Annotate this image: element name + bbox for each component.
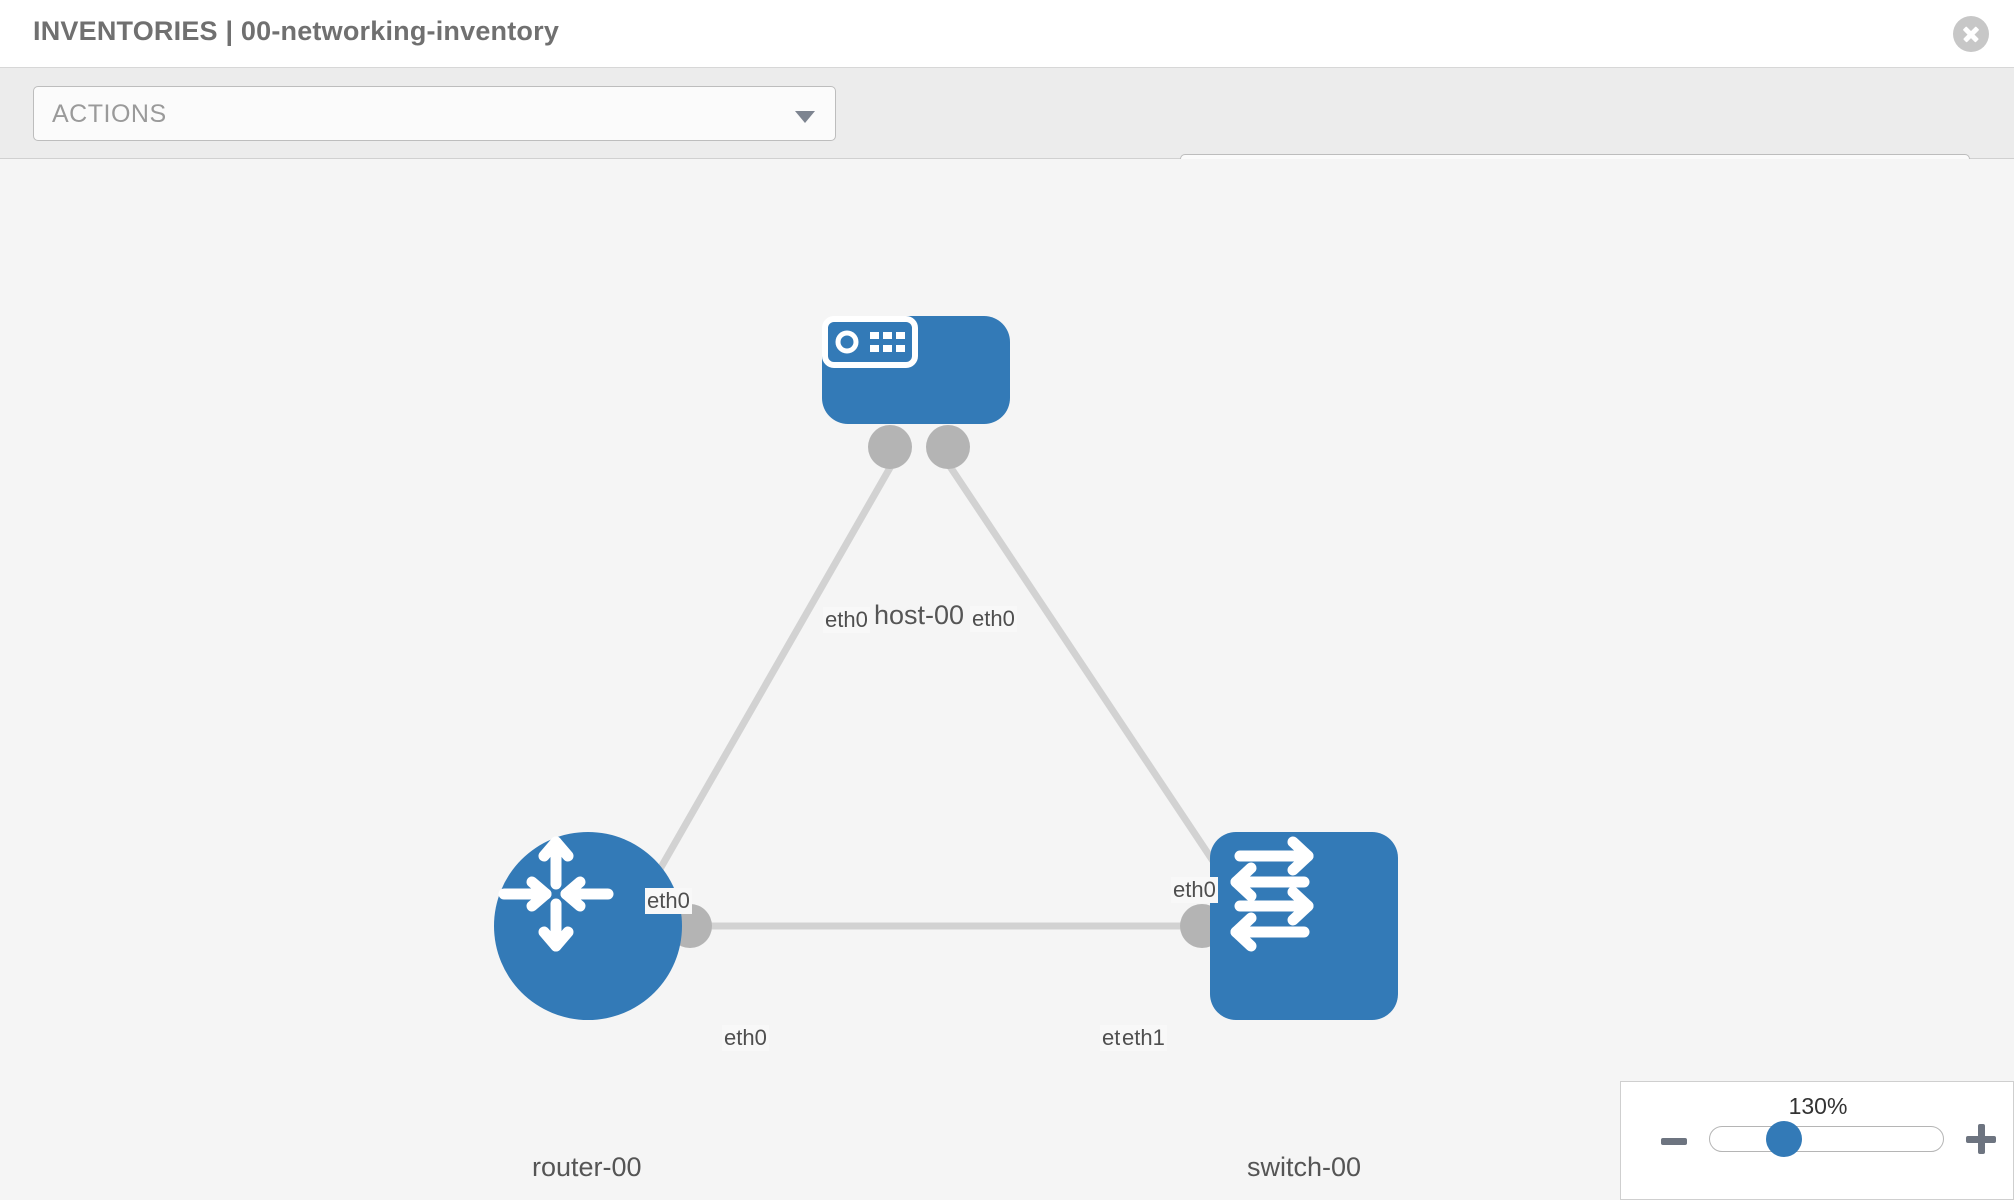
interface-label-switch-mid-b: eth1 bbox=[1120, 1025, 1167, 1051]
plus-icon[interactable] bbox=[1966, 1124, 1996, 1154]
zoom-control-panel: 130% bbox=[1620, 1081, 2014, 1200]
interface-label-router-up: eth0 bbox=[645, 888, 692, 914]
interface-label-router-mid: eth0 bbox=[722, 1025, 769, 1051]
router-arrows-icon bbox=[498, 836, 614, 952]
actions-dropdown[interactable]: ACTIONS bbox=[33, 86, 836, 141]
close-icon[interactable] bbox=[1953, 16, 1989, 52]
node-label-router: router-00 bbox=[530, 1152, 644, 1183]
interface-label-switch-up: eth0 bbox=[1171, 877, 1218, 903]
server-icon bbox=[822, 316, 918, 368]
node-label-switch: switch-00 bbox=[1245, 1152, 1364, 1183]
endpoint-host-left[interactable] bbox=[868, 425, 912, 469]
link-host-switch[interactable] bbox=[942, 457, 1248, 911]
node-label-host: host-00 bbox=[872, 600, 967, 631]
chevron-down-icon bbox=[795, 111, 815, 123]
page-header: INVENTORIES | 00-networking-inventory bbox=[0, 0, 2014, 68]
switch-arrows-icon bbox=[1230, 836, 1314, 952]
zoom-slider-thumb[interactable] bbox=[1766, 1121, 1802, 1157]
link-host-router[interactable] bbox=[636, 457, 899, 906]
interface-label-host-right: eth0 bbox=[970, 606, 1017, 632]
toolbar: ACTIONS SEARCH bbox=[0, 68, 2014, 209]
interface-label-host-left: eth0 bbox=[823, 607, 870, 633]
topology-links bbox=[636, 425, 1260, 948]
node-host-00[interactable] bbox=[822, 316, 1010, 424]
topology-canvas[interactable]: host-00 router-00 switch-00 eth0 eth0 et… bbox=[0, 159, 2014, 1200]
minus-icon[interactable] bbox=[1661, 1138, 1687, 1145]
zoom-slider-track[interactable] bbox=[1709, 1126, 1944, 1152]
topology-graph: host-00 router-00 switch-00 eth0 eth0 et… bbox=[0, 159, 2014, 1200]
node-router-00[interactable] bbox=[494, 832, 682, 1020]
page-title: INVENTORIES | 00-networking-inventory bbox=[33, 16, 560, 46]
node-switch-00[interactable] bbox=[1210, 832, 1398, 1020]
zoom-level-value: 130% bbox=[1788, 1093, 1848, 1119]
endpoint-host-right[interactable] bbox=[926, 425, 970, 469]
actions-dropdown-label: ACTIONS bbox=[52, 100, 167, 128]
